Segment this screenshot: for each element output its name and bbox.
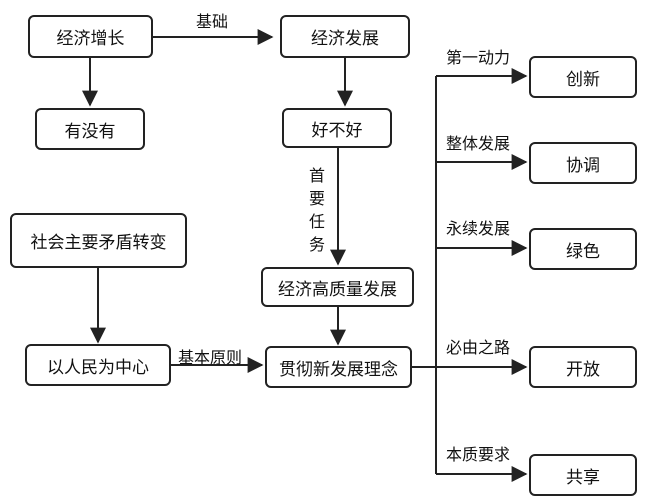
label-basic-principle: 基本原则	[178, 348, 243, 367]
label-sustainable-development: 永续发展	[446, 219, 511, 238]
label-essential-requirement: 本质要求	[446, 445, 511, 464]
node-econ-growth: 经济增长	[28, 15, 153, 58]
node-people-centered: 以人民为中心	[25, 344, 171, 386]
node-has-or-not: 有没有	[35, 108, 145, 150]
label-holistic-development: 整体发展	[446, 134, 511, 153]
label-foundation: 基础	[196, 12, 229, 31]
node-econ-development: 经济发展	[280, 15, 410, 58]
node-innovation: 创新	[529, 56, 637, 98]
node-high-quality: 经济高质量发展	[261, 267, 414, 307]
label-first-driving-force: 第一动力	[446, 48, 511, 67]
label-primary-task: 首要任务	[308, 166, 325, 254]
node-social-contradiction: 社会主要矛盾转变	[10, 213, 187, 268]
node-sharing: 共享	[529, 454, 637, 496]
node-new-concept: 贯彻新发展理念	[265, 346, 412, 388]
node-openness: 开放	[529, 346, 637, 388]
node-green: 绿色	[529, 228, 637, 270]
node-coordination: 协调	[529, 142, 637, 184]
node-good-or-not: 好不好	[282, 108, 392, 148]
label-necessary-path: 必由之路	[446, 338, 511, 357]
